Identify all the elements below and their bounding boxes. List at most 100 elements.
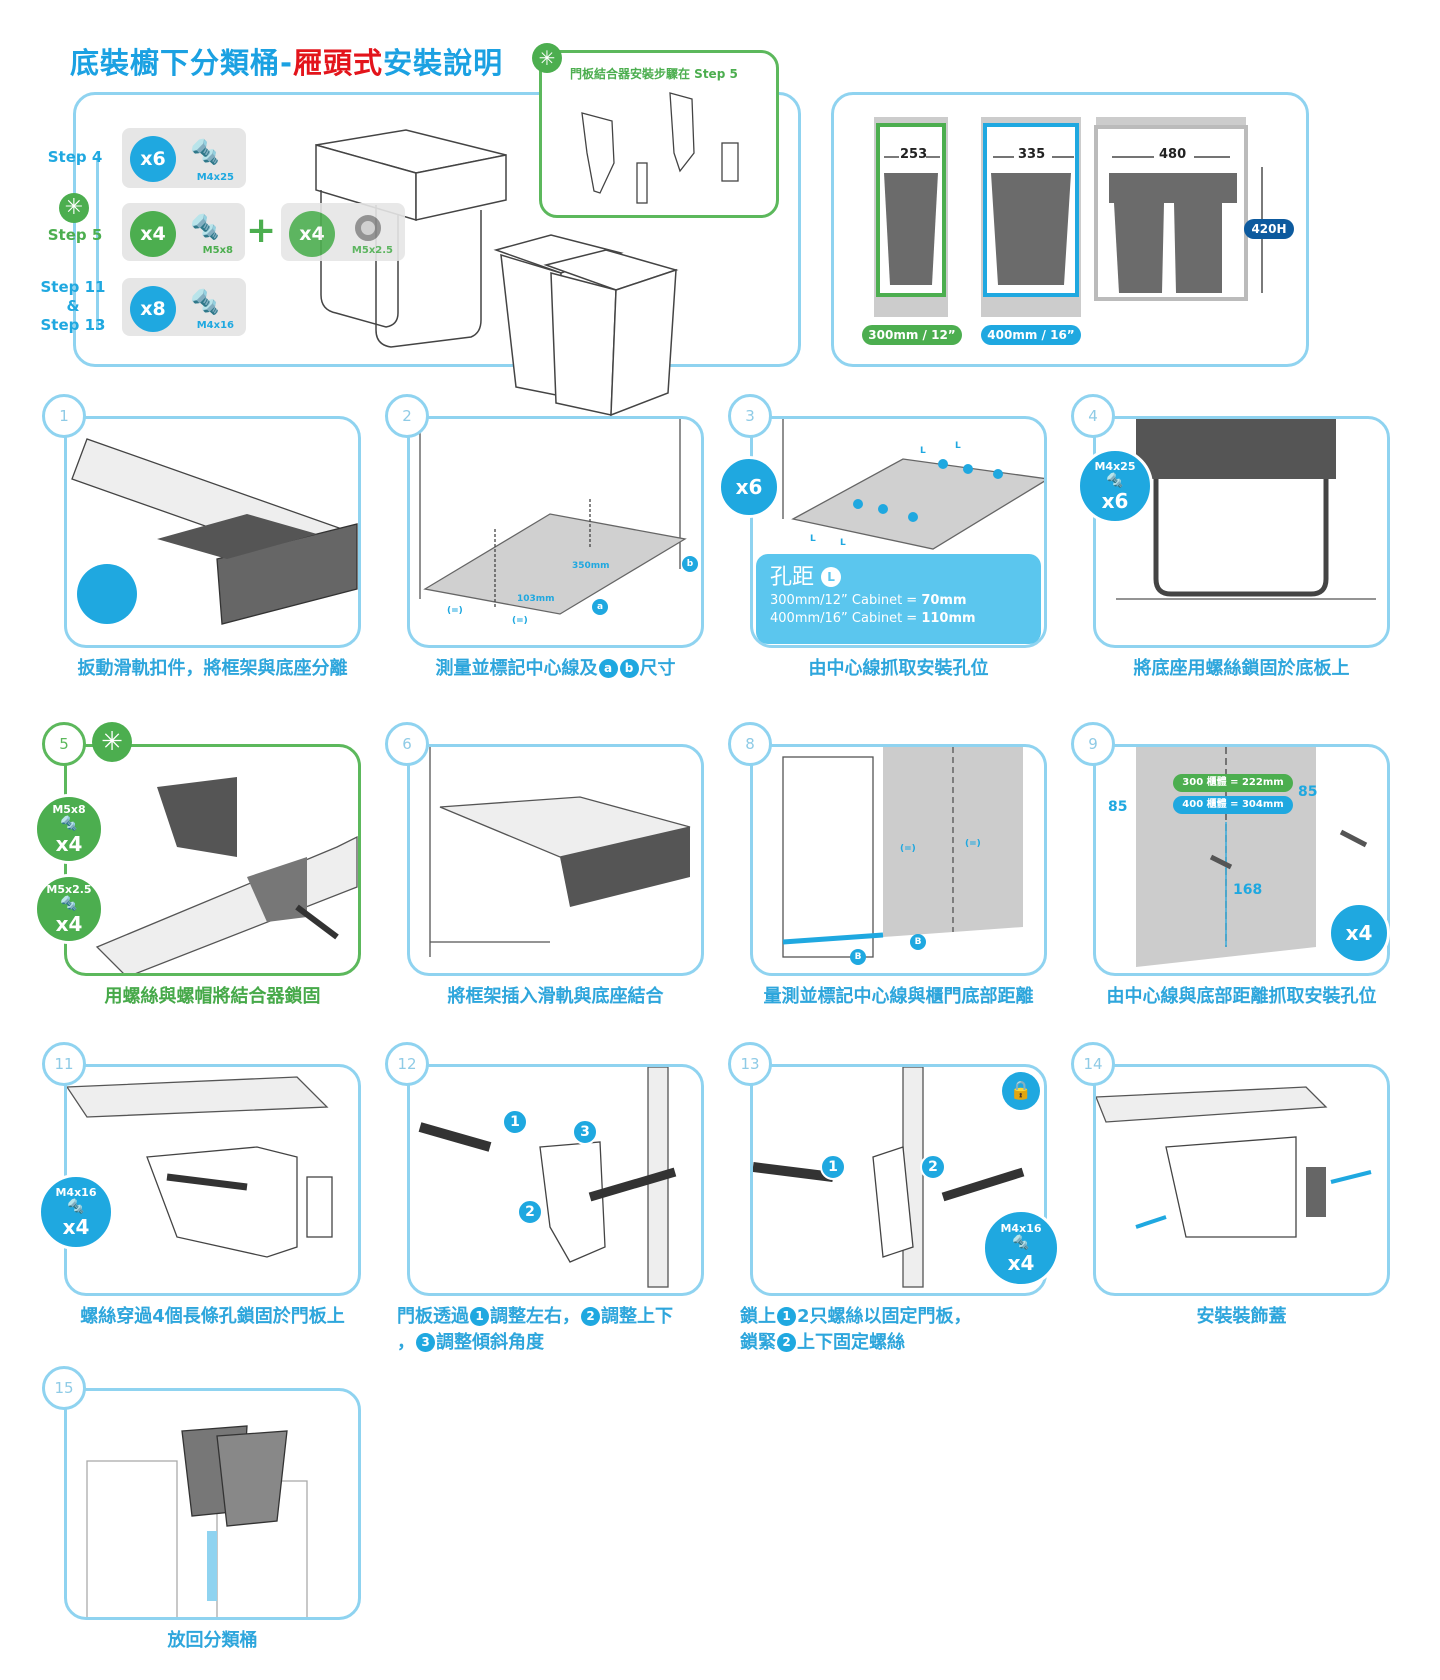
screw-icon: 🔩	[60, 895, 78, 912]
step-caption: 將框架插入滑軌與底座結合	[397, 984, 714, 1010]
caption-text: 扳動滑軌扣件，將框架與底座分離	[77, 658, 348, 679]
dimension-pill: 300 櫃體 = 222mm	[1173, 774, 1293, 792]
product-illustration	[315, 129, 679, 417]
hardware-name: M5x2.5	[46, 882, 92, 896]
step-panel-4	[1093, 416, 1390, 648]
step-number: 1	[42, 394, 86, 438]
info-value: 110mm	[921, 611, 976, 626]
callout-number-icon: 2	[777, 1332, 796, 1352]
dimension-pill: 400 櫃體 = 304mm	[1173, 796, 1293, 814]
dimension-label: 85	[1108, 799, 1128, 815]
callout-number-icon: 2	[920, 1154, 946, 1180]
caption-text: 用螺絲與螺帽將結合器鎖固	[104, 986, 321, 1007]
step-caption: 扳動滑軌扣件，將框架與底座分離	[54, 656, 371, 682]
step-caption: 由中心線與底部距離抓取安裝孔位	[1083, 984, 1400, 1010]
hardware-item: x4🔩M5x8	[122, 203, 245, 261]
step-11-illustration	[67, 1076, 333, 1258]
step-caption: 螺絲穿過4個長條孔鎖固於門板上	[54, 1304, 371, 1330]
step-number: 12	[385, 1042, 429, 1086]
screw-icon: 🔩	[67, 1198, 85, 1215]
step-panel-14	[1093, 1064, 1390, 1296]
hardware-badge: M5x8🔩x4	[34, 794, 104, 864]
step-6-illustration	[429, 747, 691, 957]
step-4-illustration	[1116, 419, 1376, 600]
dimension-label: L	[955, 441, 961, 451]
width-400-label: 335	[1018, 147, 1046, 162]
step-number: 5	[42, 722, 86, 766]
caption-text: 螺絲穿過4個長條孔鎖固於門板上	[80, 1306, 345, 1327]
hardware-badge: M4x16🔩x4	[38, 1174, 114, 1250]
step-panel-2	[407, 416, 704, 648]
dimension-label: (=)	[965, 839, 981, 849]
dimension-label: 350mm	[572, 561, 610, 571]
caption-text: 門板透過	[397, 1306, 469, 1327]
spacing-l-icon: L	[821, 567, 842, 587]
step-panel-5	[64, 744, 361, 976]
caption-text: 放回分類桶	[167, 1630, 258, 1651]
door-connector-illustration	[581, 92, 739, 204]
dimension-label: (=)	[900, 844, 916, 854]
callout-number-icon: 2	[581, 1306, 600, 1326]
dimension-label: L	[810, 534, 816, 544]
step-panel-1	[64, 416, 361, 648]
screw-icon: 🔩	[190, 288, 220, 316]
caption-text: 安裝裝飾蓋	[1196, 1306, 1287, 1327]
step-8-illustration	[782, 747, 1023, 958]
title-part-1: 底裝櫥下分類桶-	[70, 46, 294, 80]
step-2-illustration	[419, 419, 687, 615]
lock-icon: 🔒	[1002, 1072, 1040, 1110]
step-caption: 安裝裝飾蓋	[1083, 1304, 1400, 1330]
door-connector-note: 門板結合器安裝步驟在 Step 5	[539, 50, 779, 218]
step-connector-line	[96, 160, 99, 330]
quantity-badge: x8	[130, 286, 176, 332]
step-number: 3	[728, 394, 772, 438]
hardware-badge: x4	[1328, 902, 1390, 964]
callout-number-icon: 3	[416, 1332, 435, 1352]
size-300-label: 300mm / 12”	[862, 325, 962, 345]
quantity-label: x4	[55, 911, 83, 936]
step-3-illustration	[782, 419, 1044, 550]
dimension-label: a	[592, 599, 608, 615]
hardware-name: M4x25	[196, 172, 234, 183]
hardware-name: M4x25	[1094, 459, 1136, 473]
hardware-badge: M5x2.5🔩x4	[34, 874, 104, 944]
hardware-name: M5x2.5	[351, 245, 393, 256]
step-number: 13	[728, 1042, 772, 1086]
dimension-label: b	[682, 556, 698, 572]
caption-text: 調整左右，	[490, 1306, 580, 1327]
step-number: 2	[385, 394, 429, 438]
page-title: 底裝櫥下分類桶-屜頭式安裝說明	[70, 40, 503, 82]
title-part-2: 屜頭式	[293, 46, 384, 80]
step-number: 15	[42, 1366, 86, 1410]
hardware-step-label: Step 4	[47, 148, 103, 166]
callout-number-icon: 1	[502, 1109, 528, 1135]
callout-number-icon: 3	[572, 1119, 598, 1145]
hardware-badge: M4x16🔩x4	[982, 1209, 1060, 1287]
step-caption: 將底座用螺絲鎖固於底板上	[1083, 656, 1400, 682]
asterisk-icon: ✳	[59, 193, 89, 223]
height-label: 420H	[1244, 219, 1294, 239]
step-caption: 用螺絲與螺帽將結合器鎖固	[54, 984, 371, 1010]
size-400-label: 400mm / 16”	[981, 325, 1081, 345]
caption-text: 上下固定螺絲	[797, 1332, 905, 1353]
caption-text: 鎖緊	[740, 1332, 776, 1353]
info-line: 400mm/16” Cabinet =	[770, 611, 922, 626]
step-15-illustration	[86, 1425, 308, 1617]
step-panel-6	[407, 744, 704, 976]
caption-text: ，	[397, 1332, 415, 1353]
caption-text: 調整傾斜角度	[436, 1332, 544, 1353]
step-panel-8	[750, 744, 1047, 976]
width-300-label: 253	[900, 147, 928, 162]
caption-text: 2只螺絲以固定門板，	[797, 1306, 972, 1327]
step-number: 9	[1071, 722, 1115, 766]
step-5-illustration	[95, 777, 358, 973]
quantity-badge: x6	[130, 136, 176, 182]
dimension-label: 85	[1298, 784, 1318, 800]
nut-icon	[355, 215, 381, 241]
callout-number-icon: 2	[517, 1199, 543, 1225]
quantity-label: x4	[1345, 921, 1373, 945]
